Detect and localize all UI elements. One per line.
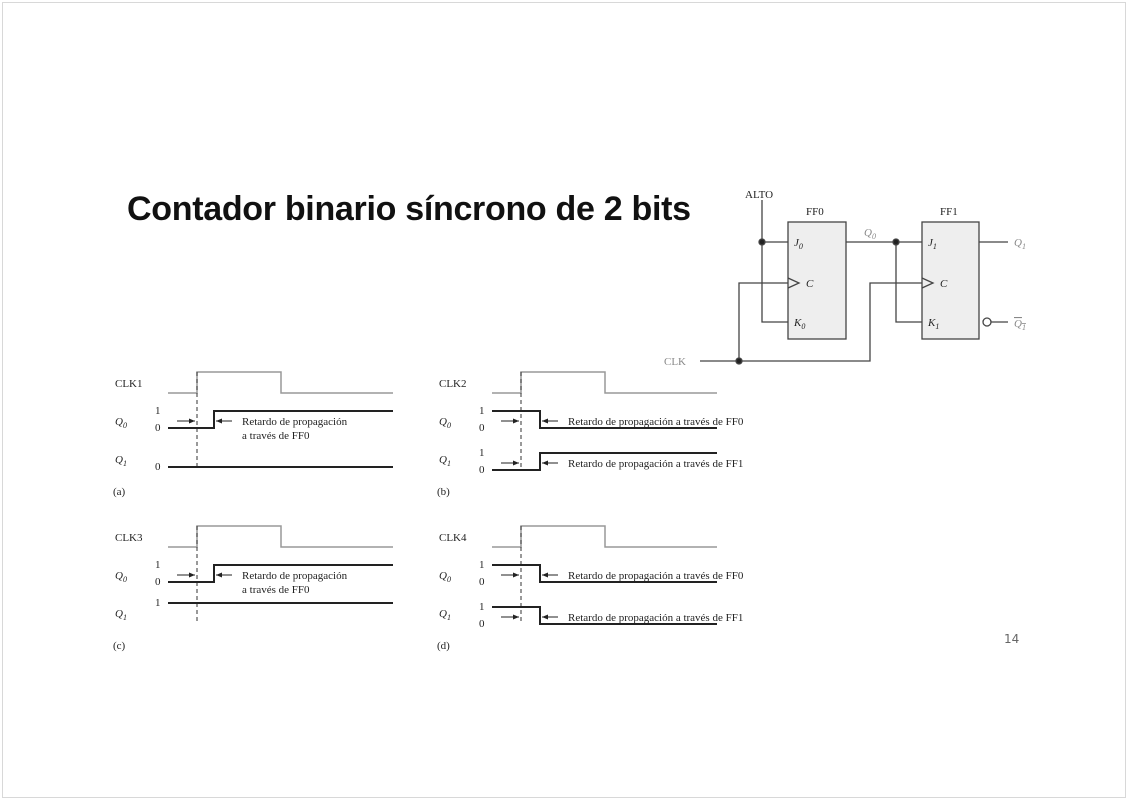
propagation-delay-note: a través de FF0 [242,584,310,596]
circuit [700,200,1008,365]
panel-tag: (b) [437,486,450,498]
propagation-delay-note: Retardo de propagación [242,570,348,582]
j0-label: J0 [794,237,803,251]
arrow-head-icon [216,418,222,424]
q1-level: 1 [155,597,161,609]
arrow-head-icon [542,418,548,424]
k1-label: K1 [927,317,939,331]
arrow-head-icon [216,572,222,578]
q1-level-1: 1 [479,601,485,613]
q1-label: Q1 [115,608,127,622]
q0-waveform [492,410,717,429]
output-wires [979,241,1008,323]
q1-level-0: 0 [479,464,485,476]
q0-wire-label: Q0 [864,227,876,241]
inverter-bubble [982,317,992,327]
q0-label: Q0 [439,570,451,584]
flipflop-ff1 [921,221,980,340]
flipflop-ff0 [787,221,847,340]
c0-label: C [806,278,814,290]
alto-wire [761,200,788,323]
q1-level-1: 1 [479,447,485,459]
arrow-head-icon [513,418,519,424]
arrow-head-icon [189,418,195,424]
clock-waveform [492,525,717,548]
q0-level-0: 0 [479,422,485,434]
ff1-label: FF1 [940,206,958,218]
propagation-delay-note: Retardo de propagación a través de FF1 [568,458,743,470]
ff0-label: FF0 [806,206,824,218]
arrow-head-icon [189,572,195,578]
clock-label: CLK1 [115,378,143,390]
clock-waveform [492,371,717,394]
arrow-head-icon [513,614,519,620]
q1-level: 0 [155,461,161,473]
q0-level-1: 1 [479,405,485,417]
q0-waveform [168,564,393,583]
junction-dot [735,357,743,365]
c1-label: C [940,278,948,290]
q1-bar-output-label: Q1 [1014,318,1026,332]
q0-level-1: 1 [155,405,161,417]
q0-waveform [168,410,393,429]
q1-output-label: Q1 [1014,237,1026,251]
clk-label: CLK [664,356,686,368]
q1-level-0: 0 [479,618,485,630]
panel-tag: (c) [113,640,126,652]
clk-wire [700,282,922,362]
clock-label: CLK2 [439,378,467,390]
panel-tag: (d) [437,640,450,652]
clock-waveform [168,371,393,394]
propagation-delay-note: Retardo de propagación [242,416,348,428]
slide-title: Contador binario síncrono de 2 bits [127,190,691,228]
junction-dot [758,238,766,246]
q0-level-0: 0 [155,422,161,434]
page-number: 14 [1004,632,1020,646]
q0-level-1: 1 [155,559,161,571]
propagation-delay-note: a través de FF0 [242,430,310,442]
arrow-head-icon [513,460,519,466]
q0-label: Q0 [439,416,451,430]
propagation-delay-note: Retardo de propagación a través de FF0 [568,570,744,582]
clock-label: CLK4 [439,532,467,544]
arrow-head-icon [542,614,548,620]
alto-label: ALTO [745,189,773,201]
q1-waveform [492,452,717,471]
clock-label: CLK3 [115,532,143,544]
propagation-delay-note: Retardo de propagación a través de FF0 [568,416,744,428]
q1-waveform [492,606,717,625]
panel-tag: (a) [113,486,126,498]
q1-label: Q1 [439,608,451,622]
arrow-head-icon [542,460,548,466]
arrow-head-icon [542,572,548,578]
propagation-delay-note: Retardo de propagación a través de FF1 [568,612,743,624]
circuit-labels: ALTO FF0 FF1 CLK J0 C K0 J1 C K1 Q0 Q1 Q… [664,189,1026,368]
clock-triangle-ff1 [921,277,935,289]
q0-wire [846,241,922,323]
arrow-head-icon [513,572,519,578]
clock-waveform [168,525,393,548]
k0-label: K0 [793,317,805,331]
q0-level-0: 0 [479,576,485,588]
j1-label: J1 [928,237,937,251]
q0-level-0: 0 [155,576,161,588]
q0-label: Q0 [115,416,127,430]
q1-label: Q1 [439,454,451,468]
q0-level-1: 1 [479,559,485,571]
q0-label: Q0 [115,570,127,584]
clock-triangle-ff0 [787,277,801,289]
q0-waveform [492,564,717,583]
q1-label: Q1 [115,454,127,468]
junction-dot [892,238,900,246]
